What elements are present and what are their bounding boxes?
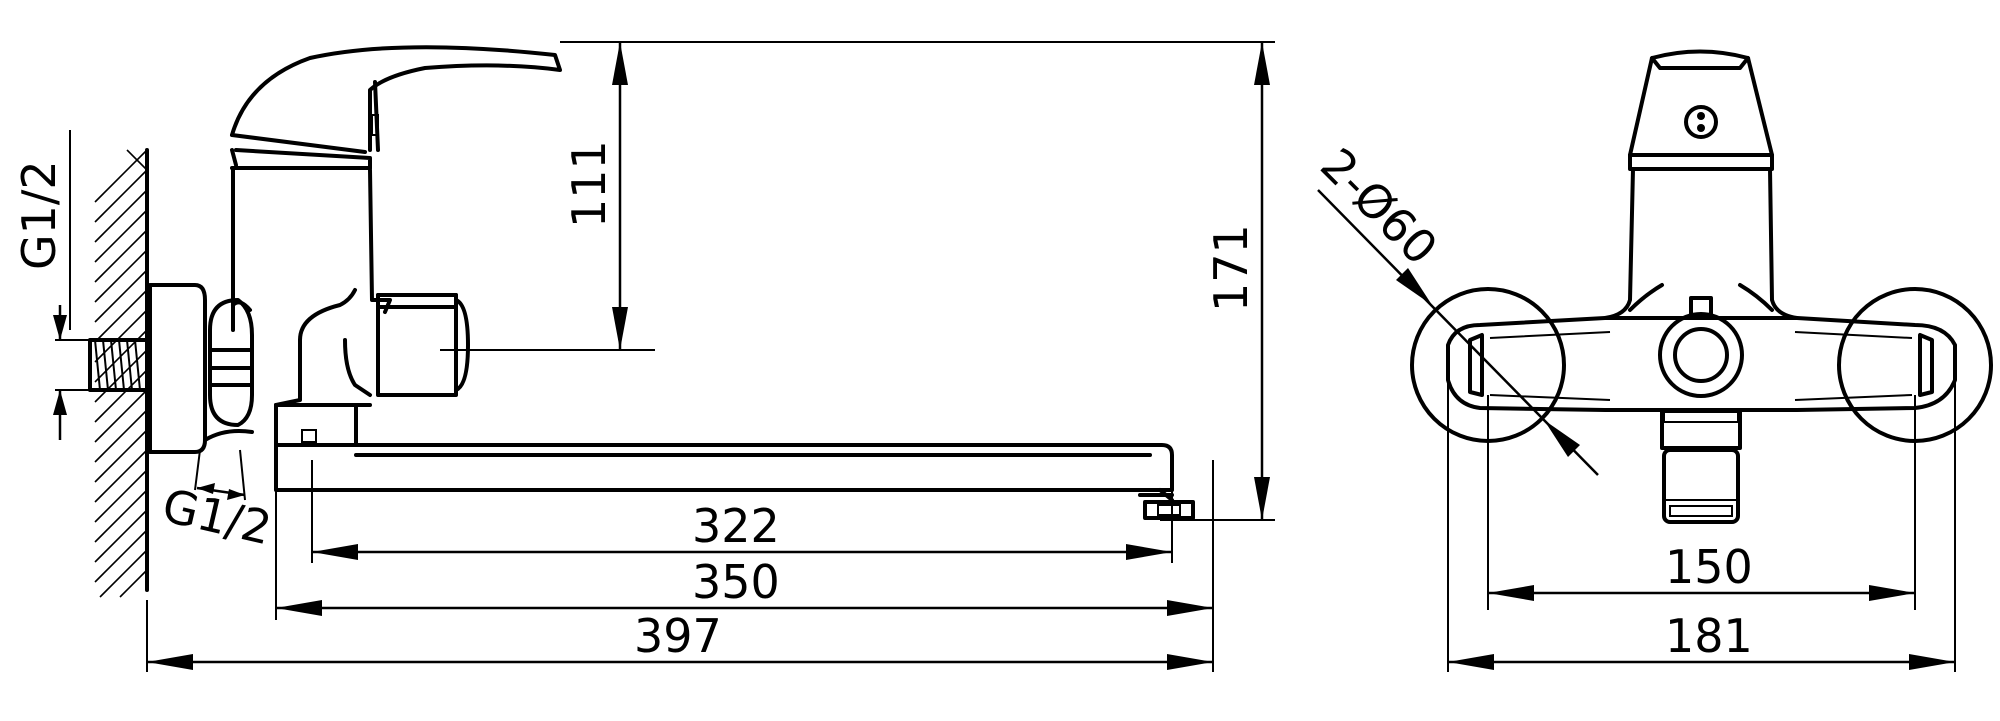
dim-322-label: 322: [692, 499, 780, 553]
front-body: [1603, 167, 1799, 320]
dim-171-label: 171: [1204, 224, 1258, 312]
wall-flange: [148, 283, 207, 454]
dim-171: 171: [1204, 42, 1270, 520]
dim-397-label: 397: [634, 609, 722, 663]
body-thread-label: G1/2: [158, 478, 277, 555]
faucet-body: [230, 166, 470, 447]
dim-181-label: 181: [1665, 609, 1753, 663]
front-outlet: [1660, 408, 1742, 524]
dim-350-label: 350: [692, 555, 780, 609]
body-thread-dimension: G1/2: [158, 449, 277, 555]
lever-handle: [230, 45, 562, 170]
front-lever-handle: [1628, 49, 1774, 171]
front-extension-lines: [1447, 380, 1956, 672]
dim-350: 350: [276, 555, 1213, 616]
dim-111-label: 111: [562, 140, 616, 228]
dim-397: 397: [147, 609, 1213, 670]
side-extension-lines: [55, 41, 1275, 672]
wall-nipple: [88, 338, 149, 392]
dim-322: 322: [312, 499, 1172, 560]
wall-thread-label: G1/2: [12, 160, 66, 270]
dim-150: 150: [1488, 540, 1915, 601]
diverter-knob: [1658, 296, 1744, 398]
dim-181: 181: [1448, 609, 1955, 670]
side-view: G1/2 G1/2 111 171: [12, 41, 1275, 672]
diameter-label: 2-Ø60: [1310, 138, 1448, 276]
diameter-callout: 2-Ø60: [1310, 138, 1599, 476]
dim-111: 111: [562, 42, 628, 350]
front-view: 2-Ø60 150 181: [1310, 49, 1993, 672]
eccentric-nut: [203, 298, 254, 442]
wall-thread-dimension: G1/2: [12, 130, 71, 440]
dim-150-label: 150: [1665, 540, 1753, 594]
